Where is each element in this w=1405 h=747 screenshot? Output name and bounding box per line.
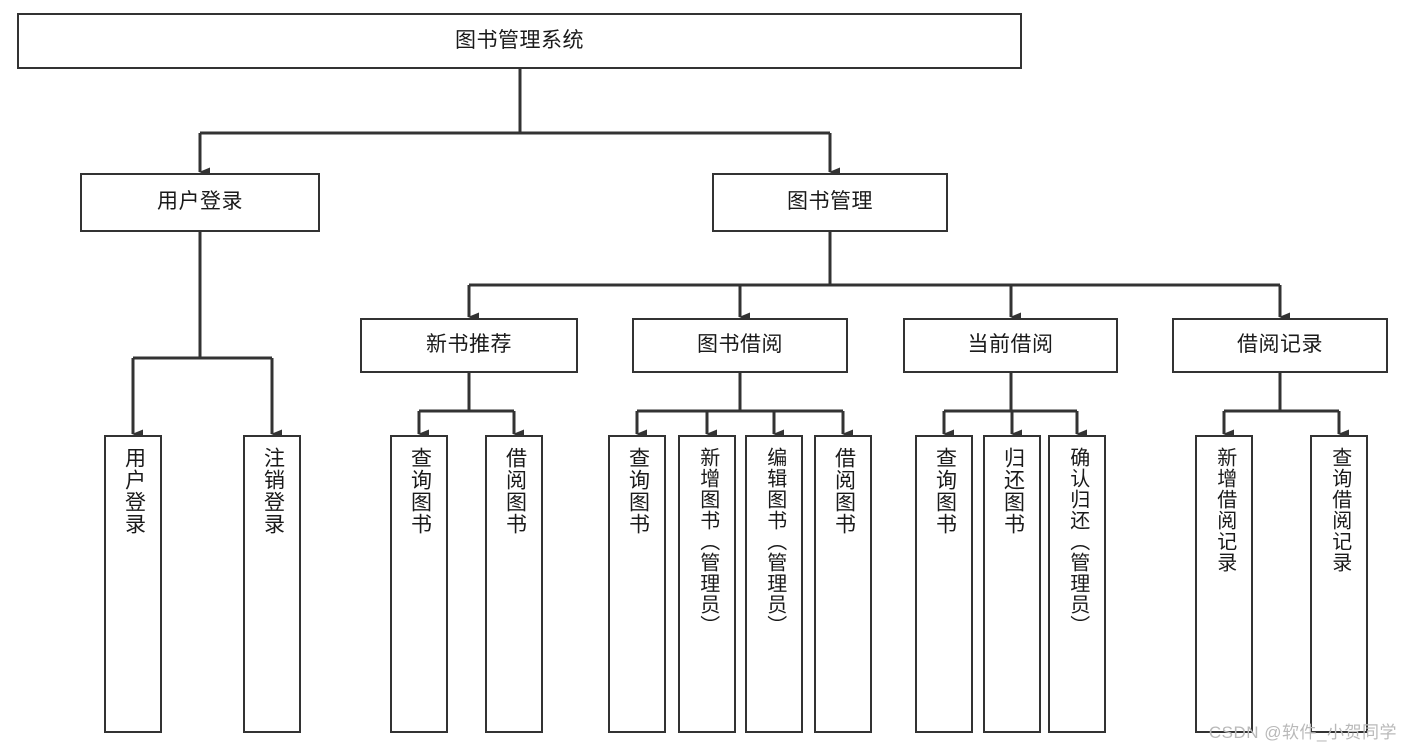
node-label: 借阅记录 xyxy=(1237,333,1323,357)
node-label: 借阅图书 xyxy=(503,447,527,535)
node-leaf-confirm: 确认归还（管理员） xyxy=(1048,435,1106,733)
node-label: 图书借阅 xyxy=(697,333,783,357)
node-leaf-return: 归还图书 xyxy=(983,435,1041,733)
node-leaf-query-3: 查询图书 xyxy=(915,435,973,733)
node-leaf-add-book: 新增图书（管理员） xyxy=(678,435,736,733)
node-root: 图书管理系统 xyxy=(17,13,1022,69)
node-leaf-logout: 注销登录 xyxy=(243,435,301,733)
node-leaf-borrow-1: 借阅图书 xyxy=(485,435,543,733)
node-label: 用户登录 xyxy=(122,447,146,535)
node-label: 图书管理 xyxy=(787,190,873,214)
node-label: 查询借阅记录 xyxy=(1328,447,1351,573)
node-user-login: 用户登录 xyxy=(80,173,320,232)
node-label: 借阅图书 xyxy=(832,447,856,535)
node-label: 编辑图书（管理员） xyxy=(763,447,786,636)
node-current-borrow: 当前借阅 xyxy=(903,318,1118,373)
node-label: 当前借阅 xyxy=(967,333,1054,357)
node-leaf-user-login: 用户登录 xyxy=(104,435,162,733)
node-label: 查询图书 xyxy=(933,447,957,535)
node-book-borrow: 图书借阅 xyxy=(632,318,848,373)
node-leaf-add-record: 新增借阅记录 xyxy=(1195,435,1253,733)
node-leaf-borrow-2: 借阅图书 xyxy=(814,435,872,733)
node-label: 查询图书 xyxy=(408,447,432,535)
node-leaf-query-rec: 查询借阅记录 xyxy=(1310,435,1368,733)
node-label: 确认归还（管理员） xyxy=(1066,447,1089,636)
node-label: 新增借阅记录 xyxy=(1213,447,1236,573)
node-label: 图书管理系统 xyxy=(455,28,584,52)
node-label: 新增图书（管理员） xyxy=(696,447,719,636)
node-new-book-rec: 新书推荐 xyxy=(360,318,578,373)
node-label: 注销登录 xyxy=(261,447,285,535)
node-leaf-query-2: 查询图书 xyxy=(608,435,666,733)
node-leaf-edit-book: 编辑图书（管理员） xyxy=(745,435,803,733)
node-label: 查询图书 xyxy=(626,447,650,535)
node-label: 用户登录 xyxy=(157,190,243,214)
node-label: 新书推荐 xyxy=(426,333,512,357)
node-leaf-query-1: 查询图书 xyxy=(390,435,448,733)
node-book-manage: 图书管理 xyxy=(712,173,948,232)
node-label: 归还图书 xyxy=(1001,447,1025,535)
node-borrow-record: 借阅记录 xyxy=(1172,318,1388,373)
